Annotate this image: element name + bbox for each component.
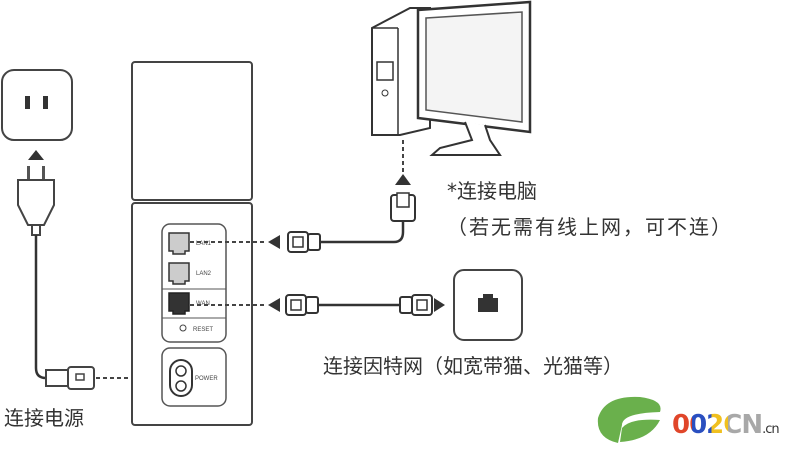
power-label: POWER	[195, 376, 218, 382]
arrow-up-icon	[28, 150, 44, 160]
lan-cable	[320, 221, 405, 244]
watermark-logo	[597, 396, 661, 443]
power-outlet-icon	[1, 69, 73, 141]
computer-icon	[371, 0, 532, 156]
connect-pc-note: （若无需有线上网，可不连）	[447, 215, 733, 239]
arrow-up-icon	[395, 174, 411, 185]
arrow-right-icon	[434, 298, 445, 312]
wan-label: WAN	[196, 301, 210, 307]
watermark-suffix: .cn	[762, 422, 780, 437]
power-cable	[34, 235, 47, 380]
power-plug-icon	[17, 166, 55, 236]
lan2-label: LAN2	[196, 271, 212, 277]
connect-pc-label: *连接电脑	[447, 179, 537, 203]
connect-internet-label: 连接因特网（如宽带猫、光猫等）	[323, 354, 623, 378]
arrow-left-icon	[268, 235, 280, 249]
ethernet-connector-icon	[287, 231, 321, 253]
arrow-left-icon	[268, 298, 280, 312]
watermark-text: 002CN.cn	[672, 410, 780, 440]
ethernet-connector-icon	[285, 294, 319, 316]
ethernet-connector-icon	[399, 294, 433, 316]
lan2-port-icon	[168, 262, 190, 285]
wan-port-icon	[168, 292, 190, 315]
connect-power-label: 连接电源	[4, 406, 84, 430]
lan1-label: LAN1	[196, 241, 212, 247]
reset-label: RESET	[193, 327, 213, 333]
power-connector-icon	[45, 366, 95, 390]
router-icon: LAN1 LAN2 WAN RESET POWER	[131, 61, 253, 426]
ethernet-connector-icon	[390, 192, 416, 222]
modem-icon	[453, 269, 523, 341]
reset-button-icon	[179, 324, 187, 332]
lan1-port-icon	[168, 232, 190, 255]
